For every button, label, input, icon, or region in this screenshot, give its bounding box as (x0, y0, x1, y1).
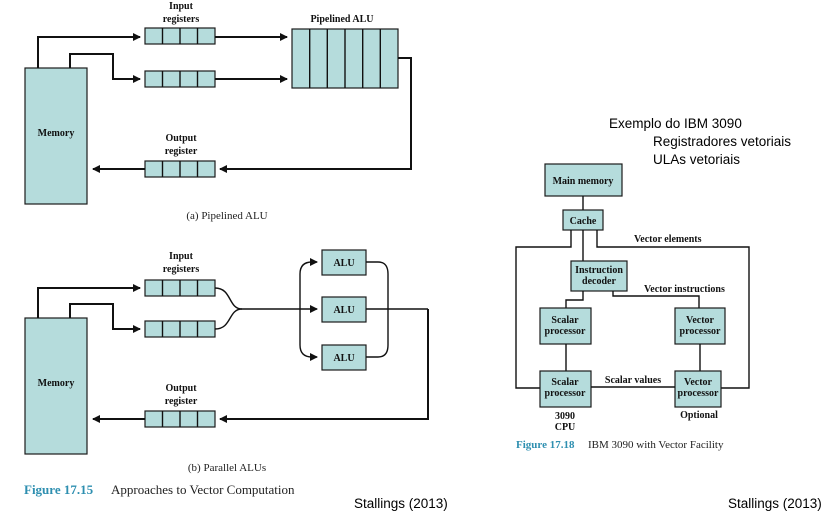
arrow-memory-to-input-b2 (69, 303, 141, 333)
output-register-label-line1: Output (165, 133, 197, 144)
output-register-label-b-line2: register (165, 396, 198, 407)
caption-parallel-alus: (b) Parallel ALUs (188, 462, 266, 474)
scalar-processor-label-bottom-line1: Scalar (551, 377, 579, 388)
figure-1715-number: Figure 17.15 (24, 482, 94, 497)
arrow-memory-to-input-b1 (37, 284, 141, 318)
instruction-decoder-label-line2: decoder (582, 276, 616, 287)
optional-label: Optional (680, 410, 718, 421)
instruction-decoder-label-line1: Instruction (575, 265, 623, 276)
vector-processor-label-bottom-line2: processor (678, 388, 719, 399)
merge-line-top (214, 287, 243, 310)
pipelined-alu-label: Pipelined ALU (310, 14, 373, 25)
instruction-decoder-box (570, 260, 628, 292)
alu-label-1: ALU (333, 258, 354, 269)
arrow-alu-to-output (219, 57, 412, 173)
input-register-2 (144, 70, 216, 88)
alu-box-3 (321, 344, 367, 371)
cache-label: Cache (570, 216, 597, 227)
memory-box-a (24, 67, 88, 205)
notes-heading: Exemplo do IBM 3090 (609, 116, 742, 131)
scalar-processor-box-bottom (539, 370, 592, 408)
output-register-label-b-line1: Output (165, 383, 197, 394)
scalar-values-label: Scalar values (605, 375, 661, 386)
output-register-a (144, 160, 216, 178)
input-register-b1 (144, 279, 216, 297)
input-register-1 (144, 27, 216, 45)
cpu-label-line1: 3090 (555, 411, 575, 422)
output-register-label-line2: register (165, 146, 198, 157)
citation-right: Stallings (2013) (728, 496, 822, 511)
memory-label-b: Memory (38, 378, 75, 389)
parallel-alus-diagram: Input registers ALU ALU ALU Memory Outpu… (24, 249, 429, 474)
vector-processor-label-top-line1: Vector (686, 315, 715, 326)
vector-processor-label-bottom-line1: Vector (684, 377, 713, 388)
input-registers-label-line2: registers (163, 14, 200, 25)
arrow-to-alu-3 (299, 309, 318, 361)
alu-label-2: ALU (333, 305, 354, 316)
memory-label-a: Memory (38, 128, 75, 139)
figure-1718-title: IBM 3090 with Vector Facility (588, 439, 724, 451)
cache-to-scalar-line (515, 230, 572, 389)
notes-item-1: Registradores vetoriais (653, 134, 791, 149)
merge-line-bottom (214, 308, 243, 330)
scalar-processor-label-top-line1: Scalar (551, 315, 579, 326)
notes-item-2: ULAs vetoriais (653, 152, 740, 167)
output-register-b (144, 410, 216, 428)
arrow-alus-to-output (219, 309, 429, 423)
alu-label-3: ALU (333, 353, 354, 364)
pipelined-alu-diagram: Input registers Pipelined ALU Me (24, 1, 412, 222)
vector-elements-label: Vector elements (634, 234, 702, 245)
scalar-processor-label-bottom-line2: processor (545, 388, 586, 399)
cache-to-vector-line (596, 230, 750, 389)
arrow-memory-to-input-2 (69, 53, 141, 83)
arrow-to-alu-1 (299, 258, 318, 309)
vector-processor-label-top-line2: processor (680, 326, 721, 337)
arrow-memory-to-input-1 (37, 33, 141, 68)
ibm-3090-diagram: Main memory Cache Vector elements Instru… (515, 163, 750, 451)
memory-box-b (24, 317, 88, 455)
scalar-processor-label-top-line2: processor (545, 326, 586, 337)
cpu-label-line2: CPU (555, 422, 576, 433)
pipelined-alu (291, 28, 399, 89)
main-memory-label: Main memory (553, 176, 614, 187)
vector-processor-box-bottom (674, 370, 722, 408)
caption-pipelined-alu: (a) Pipelined ALU (186, 210, 267, 222)
decoder-to-scalar-line (565, 291, 584, 308)
input-registers-label-line1: Input (169, 1, 194, 12)
scalar-processor-box-top (539, 307, 592, 345)
input-register-b2 (144, 320, 216, 338)
decoder-to-vector-line (612, 291, 700, 308)
input-registers-label-b-line2: registers (163, 264, 200, 275)
figure-1715-title: Approaches to Vector Computation (111, 482, 295, 497)
figure-1718-number: Figure 17.18 (516, 439, 575, 451)
vector-processor-box-top (674, 307, 726, 345)
vector-instructions-label: Vector instructions (644, 284, 725, 295)
input-registers-label-b-line1: Input (169, 251, 194, 262)
citation-left: Stallings (2013) (354, 496, 448, 511)
